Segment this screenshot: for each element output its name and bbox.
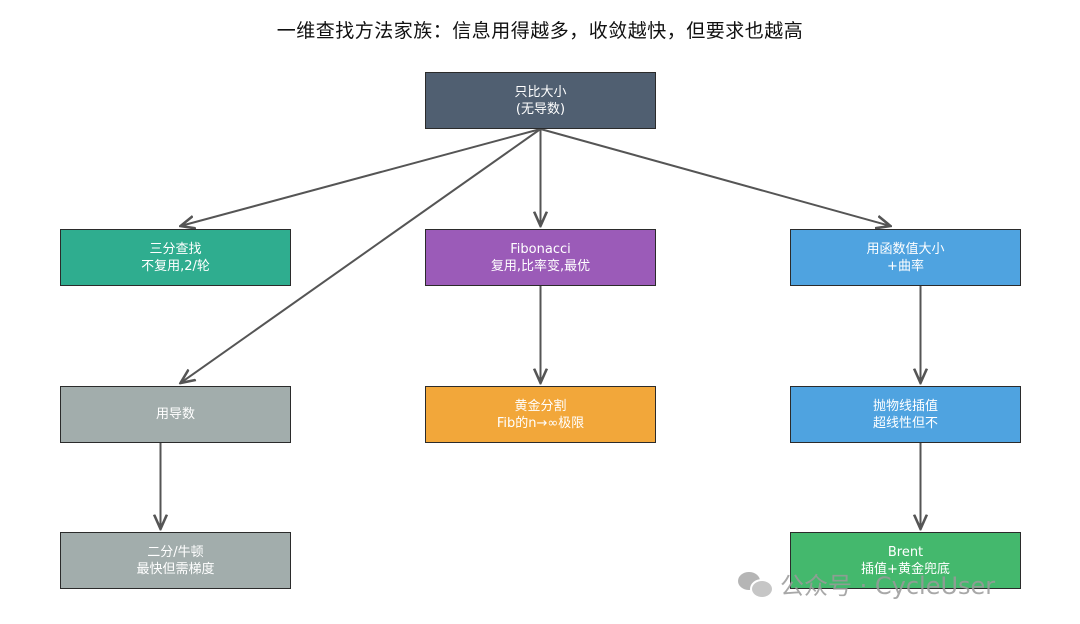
node-derivative: 用导数 <box>60 386 291 443</box>
edge-root-to-ternary <box>181 128 541 226</box>
node-fibonacci-line2: 复用,比率变,最优 <box>490 258 591 274</box>
watermark-text: 公众号 · CycleUser <box>780 572 996 600</box>
node-brent: Brent 插值+黄金兜底 <box>790 532 1021 589</box>
node-bisection-line1: 二分/牛顿 <box>147 544 204 560</box>
node-golden-line1: 黄金分割 <box>514 398 567 414</box>
node-golden: 黄金分割 Fib的n→∞极限 <box>425 386 656 443</box>
node-derivative-line1: 用导数 <box>155 407 195 422</box>
node-bisection-line2: 最快但需梯度 <box>136 561 215 577</box>
node-root: 只比大小 (无导数) <box>425 72 656 129</box>
node-ternary-line2: 不复用,2/轮 <box>141 258 210 274</box>
node-ternary-line1: 三分查找 <box>149 241 202 257</box>
node-golden-line2: Fib的n→∞极限 <box>496 415 585 431</box>
node-function-value-line1: 用函数值大小 <box>866 241 945 257</box>
wechat-icon <box>738 570 774 599</box>
edge-root-to-function_value <box>540 128 891 226</box>
node-ternary: 三分查找 不复用,2/轮 <box>60 229 291 286</box>
edge-root-to-derivative <box>181 128 542 383</box>
watermark: 公众号 · CycleUser <box>738 566 995 601</box>
node-parabolic-line1: 抛物线插值 <box>872 398 938 414</box>
diagram-title: 一维查找方法家族：信息用得越多，收敛越快，但要求也越高 <box>276 20 804 42</box>
node-parabolic-line2: 超线性但不 <box>872 415 938 431</box>
node-brent-line2: 插值+黄金兜底 <box>861 561 950 577</box>
node-fibonacci: Fibonacci 复用,比率变,最优 <box>425 229 656 286</box>
node-function-value: 用函数值大小 +曲率 <box>790 229 1021 286</box>
node-fibonacci-line1: Fibonacci <box>510 241 571 257</box>
node-function-value-line2: +曲率 <box>887 258 924 274</box>
node-parabolic: 抛物线插值 超线性但不 <box>790 386 1021 443</box>
node-bisection: 二分/牛顿 最快但需梯度 <box>60 532 291 589</box>
node-brent-line1: Brent <box>887 544 924 560</box>
node-root-line1: 只比大小 <box>514 84 567 100</box>
node-root-line2: (无导数) <box>515 101 566 117</box>
